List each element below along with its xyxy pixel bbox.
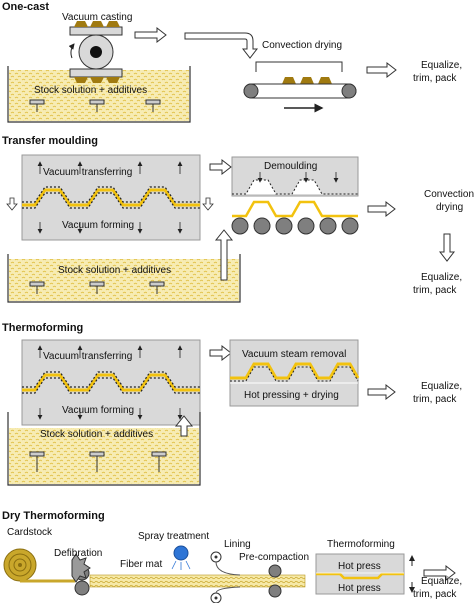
one-cast-mold-stands	[29, 99, 161, 112]
transfer-moulding-title: Transfer moulding	[2, 135, 98, 147]
one-cast-arrow-3	[366, 61, 397, 79]
one-cast-equalize-1: Equalize,	[421, 60, 462, 71]
thermoforming-label: Thermoforming	[327, 539, 395, 550]
one-cast-stock-label: Stock solution + additives	[34, 85, 147, 96]
spray-treatment-label: Spray treatment	[138, 531, 209, 542]
dry-equalize-1: Equalize,	[421, 576, 462, 587]
hot-press-top: Hot press	[338, 561, 381, 572]
hot-press-bottom: Hot press	[338, 583, 381, 594]
one-cast-arrow-1	[134, 26, 167, 44]
th-arrow-right-2	[367, 383, 396, 401]
one-cast-conveyor	[243, 61, 357, 113]
tm-stock-label: Stock solution + additives	[58, 265, 171, 276]
th-vacuum-transferring: Vacuum transferring	[43, 351, 132, 362]
spray-nozzle-icon	[171, 545, 191, 570]
tm-vacuum-forming: Vacuum forming	[62, 220, 134, 231]
th-equalize-1: Equalize,	[421, 381, 462, 392]
vacuum-casting-label: Vacuum casting	[62, 12, 132, 23]
fiber-mat	[89, 574, 306, 588]
dry-thermoforming-title: Dry Thermoforming	[2, 510, 105, 522]
th-mold-stands	[29, 451, 167, 472]
dry-equalize-2: trim, pack	[413, 589, 457, 600]
dry-arrow-right	[423, 564, 456, 582]
transfer-mold-box	[21, 154, 201, 241]
demoulding-box	[231, 156, 359, 197]
tm-equalize-2: trim, pack	[413, 285, 457, 296]
th-equalize-2: trim, pack	[413, 394, 457, 405]
tm-equalize-1: Equalize,	[421, 272, 462, 283]
hot-press-unit	[315, 553, 405, 595]
tm-arrow-right-2	[367, 200, 396, 218]
tm-up-arrow	[214, 229, 234, 281]
cardstock-roll	[3, 548, 75, 583]
convection-drying-label: Convection drying	[262, 40, 342, 51]
hot-press-box	[229, 339, 360, 407]
th-up-arrow	[174, 415, 194, 437]
tm-convection: Convection	[424, 189, 474, 200]
fiber-mat-label: Fiber mat	[120, 559, 162, 570]
vacuum-steam-removal: Vacuum steam removal	[242, 349, 346, 360]
lining-label: Lining	[224, 539, 251, 550]
th-vacuum-forming: Vacuum forming	[62, 405, 134, 416]
cardstock-label: Cardstock	[7, 527, 53, 538]
tm-mold-stands	[29, 281, 165, 294]
casting-drum	[68, 21, 123, 83]
one-cast-equalize-2: trim, pack	[413, 73, 457, 84]
demoulding-label: Demoulding	[264, 161, 317, 172]
tm-arrow-right-1	[209, 158, 232, 176]
defibration-rollers	[71, 553, 91, 596]
hot-pressing-drying: Hot pressing + drying	[244, 390, 339, 401]
tm-conveyor	[231, 200, 359, 235]
one-cast-title: One-cast	[2, 1, 49, 13]
th-arrow-right-1	[209, 344, 232, 362]
tm-vacuum-transferring: Vacuum transferring	[43, 167, 132, 178]
th-stock-label: Stock solution + additives	[40, 429, 153, 440]
pre-compaction-label: Pre-compaction	[239, 552, 309, 563]
defibration-label: Defibration	[54, 548, 102, 559]
tm-side-arrows	[6, 197, 214, 211]
pre-compaction-rollers	[268, 564, 282, 598]
tm-tank	[7, 254, 241, 303]
tm-arrow-down	[438, 233, 456, 262]
one-cast-arrow-2	[184, 32, 259, 59]
tm-drying: drying	[436, 202, 463, 213]
th-mold-box	[21, 339, 201, 426]
lining-rolls	[210, 551, 241, 603]
thermoforming-title: Thermoforming	[2, 322, 83, 334]
